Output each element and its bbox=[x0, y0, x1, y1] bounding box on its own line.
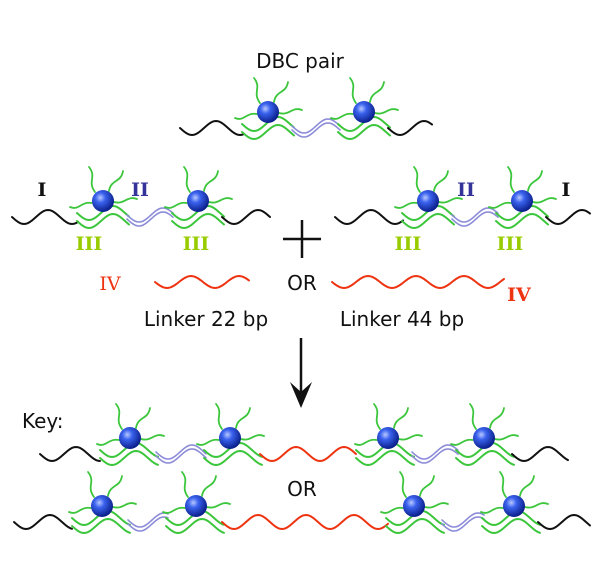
bound-dna-lower bbox=[481, 517, 541, 535]
dna-segment-lower bbox=[451, 211, 499, 227]
bound-dna-lower bbox=[495, 212, 549, 230]
title-label: DBC pair bbox=[256, 49, 345, 73]
dna-left-flank bbox=[334, 208, 404, 226]
label-I-left: I bbox=[38, 179, 47, 201]
or-label-key: OR bbox=[287, 477, 317, 501]
linker-22bp-label: Linker 22 bp bbox=[144, 307, 268, 331]
label-II-left: II bbox=[131, 179, 149, 201]
bound-dna-lower bbox=[76, 212, 130, 230]
key-label: Key: bbox=[22, 409, 64, 433]
label-III-right-1: III bbox=[395, 233, 422, 255]
arrow-down-icon bbox=[290, 338, 312, 408]
dna-segment-lower bbox=[127, 516, 169, 532]
linker-22bp-strand bbox=[154, 274, 250, 290]
dna-segment-lower bbox=[411, 448, 459, 464]
bound-dna-lower bbox=[99, 449, 159, 467]
label-IV-right: IV bbox=[507, 284, 532, 306]
dna-segment-upper bbox=[127, 512, 169, 528]
dna-segment-upper bbox=[126, 207, 174, 223]
key-array-44bp bbox=[13, 471, 591, 535]
linker-44bp-label: Linker 44 bp bbox=[340, 307, 464, 331]
bound-dna-lower bbox=[165, 517, 225, 535]
bound-dna-lower bbox=[241, 123, 295, 141]
linker-44bp-dna bbox=[331, 274, 505, 290]
nucleosome-icon bbox=[380, 471, 449, 517]
bound-dna-lower bbox=[385, 517, 445, 535]
dna-segment-lower bbox=[155, 448, 207, 464]
key-array-22bp bbox=[39, 403, 569, 467]
bound-dna-lower bbox=[355, 449, 415, 467]
label-III-left-2: III bbox=[183, 233, 210, 255]
nucleosome-icon bbox=[164, 166, 233, 212]
dna-right-end bbox=[537, 513, 591, 531]
dna-left-end bbox=[39, 445, 101, 463]
dna-right-end bbox=[511, 445, 569, 463]
bound-dna-lower bbox=[203, 449, 263, 467]
dna-segment-upper bbox=[411, 444, 459, 460]
dbc-pair-right bbox=[334, 166, 591, 230]
linker-22bp-in-array bbox=[259, 445, 357, 463]
bound-dna-lower bbox=[455, 449, 515, 467]
nucleosome-icon bbox=[354, 403, 423, 449]
dna-right-flank bbox=[545, 208, 591, 226]
dna-segment-upper bbox=[291, 118, 341, 134]
dna-right-flank bbox=[221, 208, 271, 226]
bound-dna-lower bbox=[171, 212, 225, 230]
dna-segment-lower bbox=[126, 211, 174, 227]
nucleosome-icon bbox=[394, 166, 463, 212]
dna-segment-upper bbox=[441, 512, 485, 528]
linker-44bp-in-array bbox=[221, 513, 389, 531]
nucleosome-icon bbox=[196, 403, 265, 449]
bound-dna-lower bbox=[71, 517, 131, 535]
nucleosome-icon bbox=[96, 403, 165, 449]
linker-44bp-strand bbox=[331, 274, 505, 290]
nucleosome-icon bbox=[330, 77, 399, 123]
nucleosome-icon bbox=[69, 166, 138, 212]
nucleosome-icon bbox=[68, 471, 137, 517]
dbc-pair-left bbox=[11, 166, 271, 230]
dna-left-end bbox=[13, 513, 73, 531]
linker-22bp-dna bbox=[154, 274, 250, 290]
dna-segment-lower bbox=[441, 516, 485, 532]
nucleosome-icon bbox=[234, 77, 303, 123]
nucleosome-icon bbox=[480, 471, 549, 517]
dna-left-flank bbox=[11, 208, 79, 226]
dna-right-flank bbox=[387, 119, 433, 137]
label-I-right: I bbox=[562, 179, 571, 201]
nucleosome-icon bbox=[450, 403, 519, 449]
label-IV-left: IV bbox=[99, 273, 121, 295]
dbc-pair-top bbox=[179, 77, 433, 141]
dna-segment-lower bbox=[291, 122, 341, 138]
dna-segment-upper bbox=[155, 444, 207, 460]
label-III-right-2: III bbox=[497, 233, 524, 255]
dna-left-flank bbox=[179, 119, 245, 137]
plus-icon bbox=[283, 220, 321, 258]
bound-dna-lower bbox=[337, 123, 391, 141]
nucleosome-icon bbox=[488, 166, 557, 212]
label-II-right: II bbox=[457, 179, 475, 201]
label-III-left-1: III bbox=[76, 233, 103, 255]
bound-dna-lower bbox=[401, 212, 455, 230]
nucleosome-icon bbox=[162, 471, 231, 517]
or-label-middle: OR bbox=[287, 271, 317, 295]
